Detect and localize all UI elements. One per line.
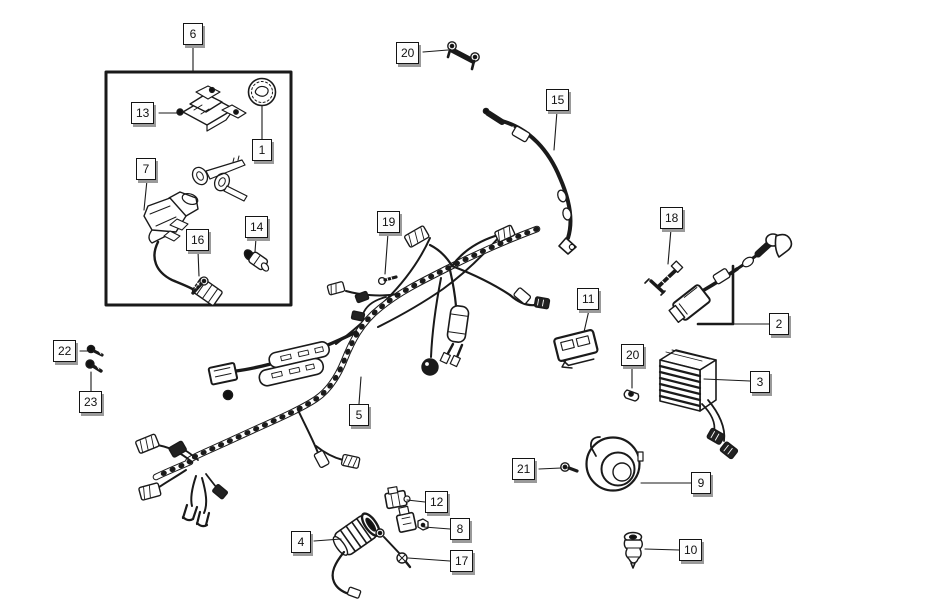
leader-line-8 xyxy=(423,526,451,530)
screw-17-drawing xyxy=(375,528,412,569)
part-label-20b[interactable]: 20 xyxy=(621,344,645,366)
part-label-13[interactable]: 13 xyxy=(131,102,155,124)
screw-18-drawing xyxy=(644,260,684,296)
leader-line-20a xyxy=(422,49,449,53)
regulator-drawing xyxy=(658,349,739,460)
leader-line-14 xyxy=(254,237,257,253)
leader-line-12 xyxy=(406,499,426,503)
part-label-22[interactable]: 22 xyxy=(53,340,77,362)
leader-line-15 xyxy=(553,110,558,151)
wiring-harness-drawing xyxy=(135,224,551,528)
part-label-4[interactable]: 4 xyxy=(291,531,311,553)
relay-drawing xyxy=(384,486,411,510)
spark-plug-cable-bracket-line xyxy=(696,264,735,326)
lock-ring-drawing xyxy=(247,77,277,107)
lock-barrel-drawing xyxy=(243,249,270,272)
cable-clamp-drawing xyxy=(446,41,480,71)
lock-kit-box-drawing xyxy=(104,70,293,307)
leader-line-17 xyxy=(407,557,451,562)
screw-16-drawing xyxy=(191,276,209,295)
horn-drawing xyxy=(585,436,644,492)
part-label-20a[interactable]: 20 xyxy=(396,42,420,64)
part-label-11[interactable]: 11 xyxy=(577,288,600,310)
part-label-21[interactable]: 21 xyxy=(512,458,536,480)
part-label-9[interactable]: 9 xyxy=(691,472,711,494)
cdi-unit-drawing xyxy=(553,329,599,369)
part-label-18[interactable]: 18 xyxy=(660,207,684,229)
part-label-3[interactable]: 3 xyxy=(750,371,770,393)
leader-line-11 xyxy=(583,309,590,333)
part-label-5[interactable]: 5 xyxy=(349,404,369,426)
screw-21-drawing xyxy=(560,462,579,473)
leader-line-5 xyxy=(358,376,362,405)
part-label-10[interactable]: 10 xyxy=(679,539,703,561)
part-label-17[interactable]: 17 xyxy=(450,550,474,572)
leader-line-19 xyxy=(384,232,389,275)
part-label-19[interactable]: 19 xyxy=(377,211,401,233)
ignition-coil-drawing xyxy=(331,512,381,599)
spark-plug-cable-drawing xyxy=(668,233,793,323)
leader-line-3 xyxy=(703,378,751,382)
bolt-23-drawing xyxy=(85,359,103,373)
leader-line-21 xyxy=(538,467,562,470)
part-label-12[interactable]: 12 xyxy=(425,491,449,513)
leader-line-16 xyxy=(197,250,200,277)
screw-19-drawing xyxy=(377,275,398,286)
leader-line-18 xyxy=(667,228,672,265)
part-label-1[interactable]: 1 xyxy=(252,139,272,161)
lock-bracket-drawing xyxy=(176,85,247,132)
damper-drawing xyxy=(623,531,643,569)
leader-line-4 xyxy=(313,538,342,542)
bolt-22-drawing xyxy=(86,344,104,357)
part-label-2[interactable]: 2 xyxy=(769,313,789,335)
part-label-16[interactable]: 16 xyxy=(186,229,210,251)
harness-clip-drawing xyxy=(623,389,640,402)
part-label-15[interactable]: 15 xyxy=(546,89,570,111)
part-label-7[interactable]: 7 xyxy=(136,158,156,180)
leader-lines xyxy=(79,44,770,562)
throttle-cable-drawing xyxy=(482,107,577,255)
part-label-23[interactable]: 23 xyxy=(79,391,103,413)
part-label-8[interactable]: 8 xyxy=(450,518,470,540)
part-label-6[interactable]: 6 xyxy=(183,23,203,45)
part-label-14[interactable]: 14 xyxy=(245,216,269,238)
sensor-switch-drawing xyxy=(395,505,429,533)
leader-line-10 xyxy=(644,548,680,551)
leader-line-7 xyxy=(143,179,148,211)
